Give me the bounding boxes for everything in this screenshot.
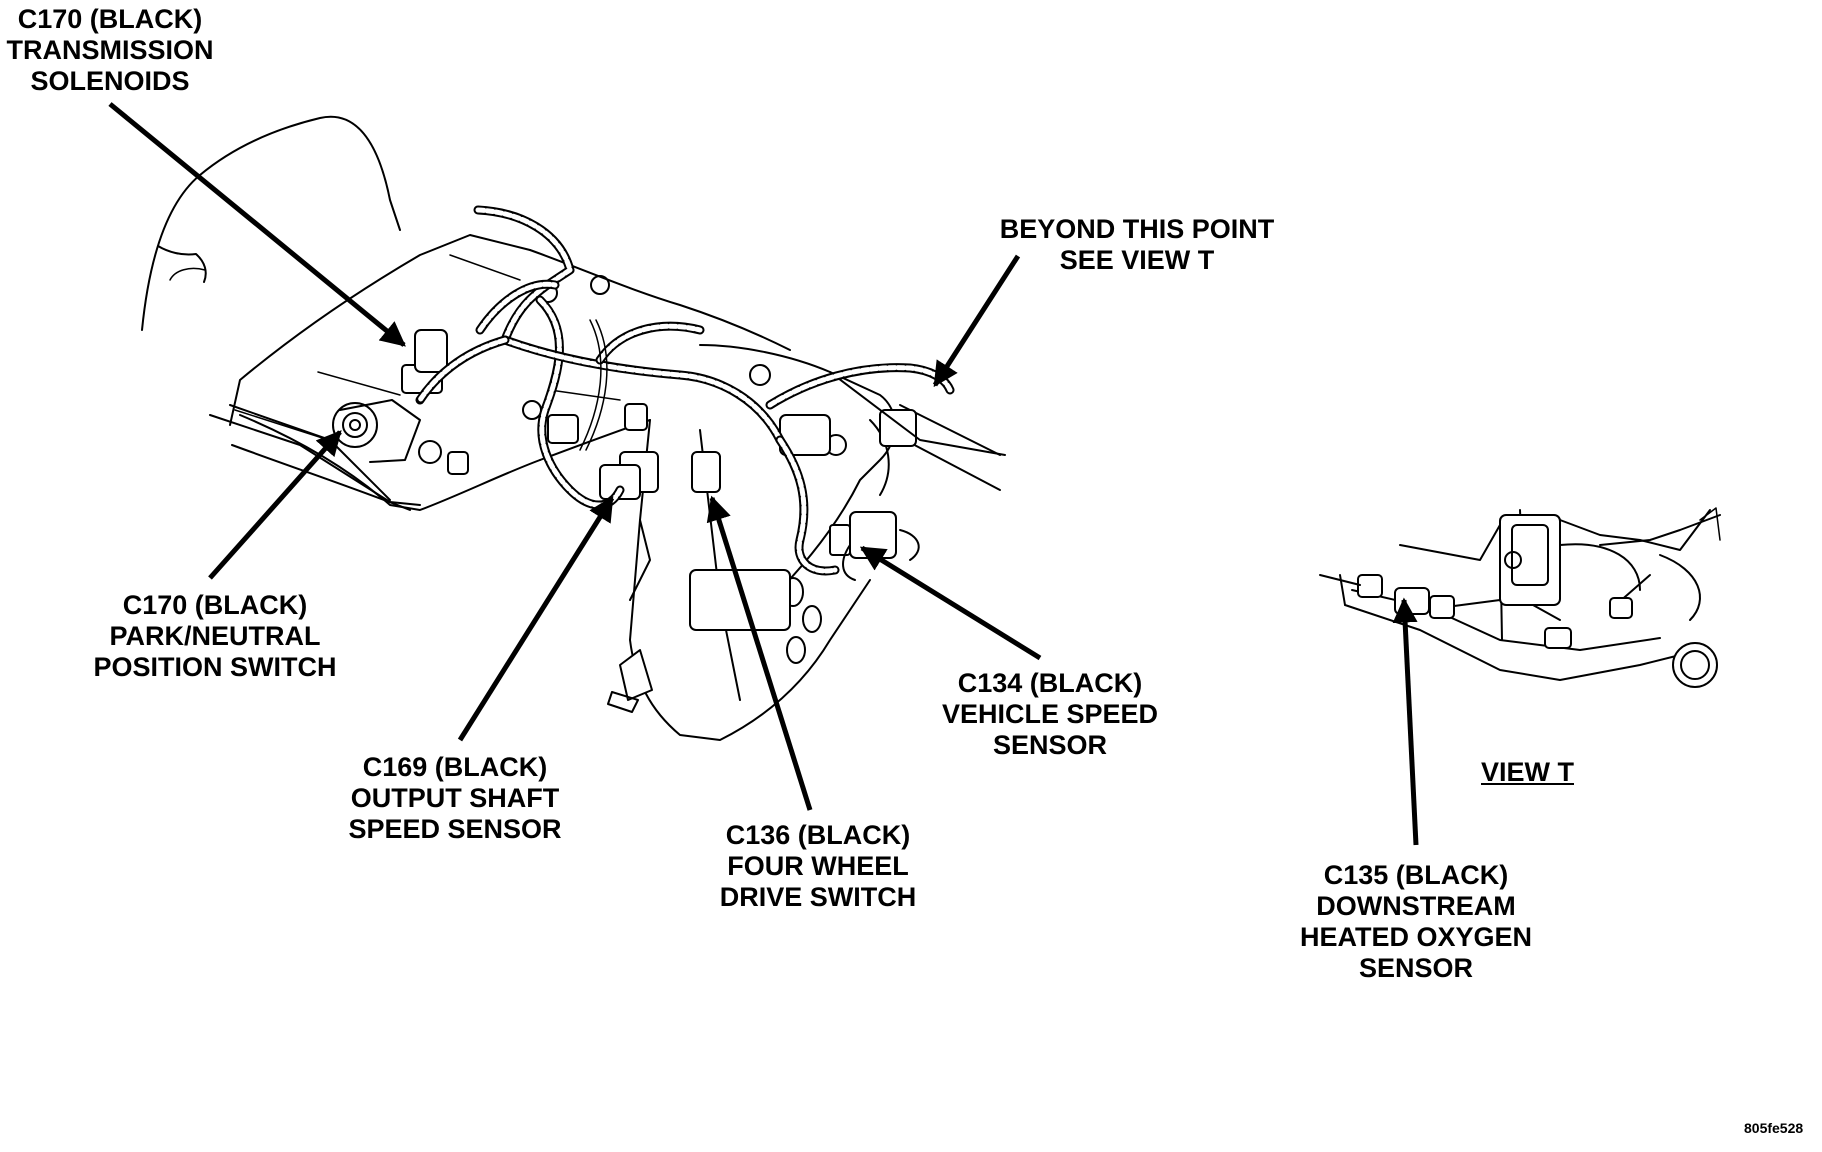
callout-line: POSITION SWITCH xyxy=(93,652,337,682)
callout-line: C170 (BLACK) xyxy=(122,590,308,620)
callout-line: SPEED SENSOR xyxy=(348,814,562,844)
callout-line: BEYOND THIS POINT xyxy=(999,214,1275,244)
leader-beyond-point xyxy=(932,254,1021,388)
callout-four-wheel-drive-switch: C136 (BLACK) FOUR WHEEL DRIVE SWITCH xyxy=(708,820,928,913)
leader-output-shaft xyxy=(457,495,615,742)
view-t-title: VIEW T xyxy=(1481,757,1574,787)
leader-four-wheel xyxy=(706,495,813,811)
callout-line: SEE VIEW T xyxy=(1059,245,1215,275)
callout-line: DRIVE SWITCH xyxy=(719,882,917,912)
callout-line: SENSOR xyxy=(992,730,1108,760)
callout-line: FOUR WHEEL xyxy=(727,851,909,881)
callout-line: C135 (BLACK) xyxy=(1323,860,1509,890)
figure-id: 805fe528 xyxy=(1744,1120,1804,1136)
callout-line: DOWNSTREAM xyxy=(1316,891,1516,921)
callout-line: C136 (BLACK) xyxy=(725,820,911,850)
callout-line: SENSOR xyxy=(1358,953,1474,983)
leader-vehicle-speed xyxy=(859,545,1042,661)
leader-trans-solenoids xyxy=(108,102,406,347)
wiring-harness xyxy=(415,205,955,576)
leader-downstream-o2 xyxy=(1392,597,1419,846)
callout-output-shaft-speed-sensor: C169 (BLACK) OUTPUT SHAFT SPEED SENSOR xyxy=(340,752,570,845)
callout-line: PARK/NEUTRAL xyxy=(109,621,321,651)
leader-lines xyxy=(108,102,1419,846)
callout-line: TRANSMISSION xyxy=(6,35,214,65)
callout-line: C169 (BLACK) xyxy=(362,752,548,782)
view-t-inset xyxy=(1319,507,1721,688)
callout-downstream-heated-oxygen-sensor: C135 (BLACK) DOWNSTREAM HEATED OXYGEN SE… xyxy=(1296,860,1536,984)
callout-line: C134 (BLACK) xyxy=(957,668,1143,698)
callout-park-neutral-switch: C170 (BLACK) PARK/NEUTRAL POSITION SWITC… xyxy=(84,590,346,683)
callout-line: OUTPUT SHAFT xyxy=(350,783,560,813)
callout-transmission-solenoids: C170 (BLACK) TRANSMISSION SOLENOIDS xyxy=(4,4,216,97)
leader-park-neutral xyxy=(208,430,342,580)
callout-line: VEHICLE SPEED xyxy=(941,699,1159,729)
callout-line: HEATED OXYGEN xyxy=(1299,922,1533,952)
callout-beyond-this-point: BEYOND THIS POINT SEE VIEW T xyxy=(992,214,1282,276)
callout-line: SOLENOIDS xyxy=(30,66,190,96)
callout-vehicle-speed-sensor: C134 (BLACK) VEHICLE SPEED SENSOR xyxy=(935,668,1165,761)
callout-line: C170 (BLACK) xyxy=(17,4,203,34)
